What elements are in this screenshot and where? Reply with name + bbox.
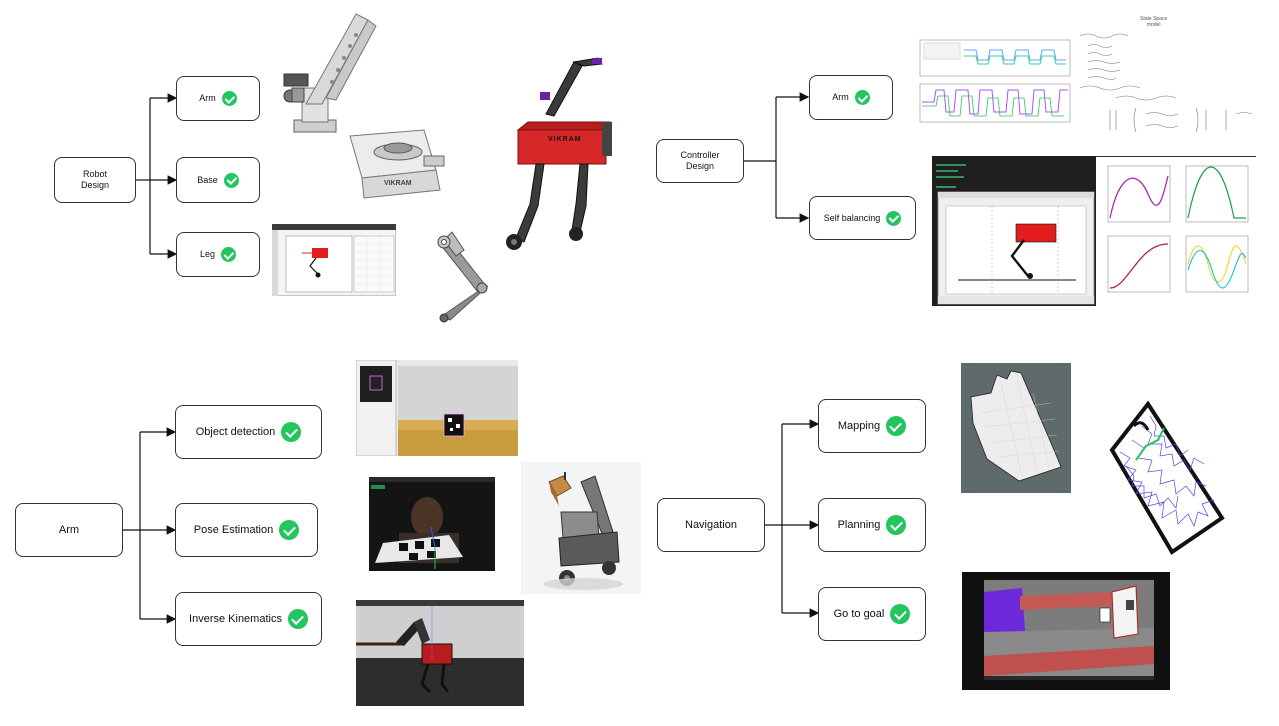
node-label: Leg: [199, 249, 216, 259]
robot-design-node[interactable]: Robot Design: [54, 157, 136, 203]
check-icon: [886, 515, 907, 535]
check-icon: [281, 422, 302, 442]
object-detection-node[interactable]: Object detection: [175, 405, 322, 459]
leg-parts-image: [437, 231, 489, 323]
base-logo-text: VIKRAM: [384, 180, 412, 187]
inverse-kinematics-node[interactable]: Inverse Kinematics: [175, 592, 322, 646]
go-to-goal-node[interactable]: Go to goal: [818, 587, 926, 641]
robot-vikram-image: VIKRAM: [498, 56, 616, 256]
check-icon: [221, 91, 237, 106]
controller-design-label: Controller Design: [680, 150, 720, 171]
state-space-notes-image: State Space model: [1076, 14, 1266, 134]
robot-body-text: VIKRAM: [548, 136, 582, 143]
mapping-image: [961, 363, 1071, 493]
node-label: Go to goal: [833, 608, 885, 620]
check-icon: [886, 416, 907, 436]
check-icon: [279, 520, 300, 540]
controller-design-node[interactable]: Controller Design: [656, 139, 744, 183]
planning-node[interactable]: Planning: [818, 498, 926, 552]
node-label: Planning: [837, 519, 881, 531]
check-icon: [854, 90, 870, 105]
navigation-label: Navigation: [685, 519, 737, 531]
node-label: Inverse Kinematics: [189, 613, 282, 625]
mapping-node[interactable]: Mapping: [818, 399, 926, 453]
navigation-node[interactable]: Navigation: [657, 498, 765, 552]
robot-design-leg-node[interactable]: Leg: [176, 232, 260, 277]
check-icon: [221, 247, 237, 262]
self-balancing-plots-image: [1098, 160, 1256, 300]
check-icon: [890, 604, 911, 624]
node-label: Pose Estimation: [193, 524, 274, 536]
object-detection-image: [356, 360, 518, 456]
go-to-goal-image: [962, 572, 1170, 690]
node-label: Arm: [832, 92, 849, 102]
pose-estimation-image: [369, 477, 495, 571]
controller-self-balancing-node[interactable]: Self balancing: [809, 196, 916, 240]
self-balancing-sim-image: [932, 156, 1096, 306]
divider-line: [1076, 156, 1256, 157]
leg-simulation-image: [272, 224, 396, 296]
notes-title: State Space model: [1140, 16, 1168, 28]
node-label: Mapping: [837, 420, 881, 432]
robot-design-label: Robot Design: [80, 169, 109, 190]
base-cad-image: VIKRAM: [340, 126, 448, 200]
check-icon: [287, 609, 308, 629]
robot-design-arm-node[interactable]: Arm: [176, 76, 260, 121]
arm-root-node[interactable]: Arm: [15, 503, 123, 557]
controller-arm-node[interactable]: Arm: [809, 75, 893, 120]
planning-image: [1109, 400, 1225, 555]
arm-cad-image: [283, 13, 377, 133]
arm-control-plots-image: [914, 36, 1074, 128]
inverse-kinematics-image: [356, 600, 524, 706]
node-label: Self balancing: [823, 212, 881, 223]
node-label: Base: [197, 174, 218, 185]
arm-robot-cad-image: [521, 462, 641, 594]
check-icon: [886, 210, 902, 226]
check-icon: [223, 172, 239, 188]
pose-estimation-node[interactable]: Pose Estimation: [175, 503, 318, 557]
node-label: Object detection: [195, 426, 276, 438]
robot-design-base-node[interactable]: Base: [176, 157, 260, 203]
arm-root-label: Arm: [58, 524, 80, 536]
node-label: Arm: [199, 93, 216, 103]
